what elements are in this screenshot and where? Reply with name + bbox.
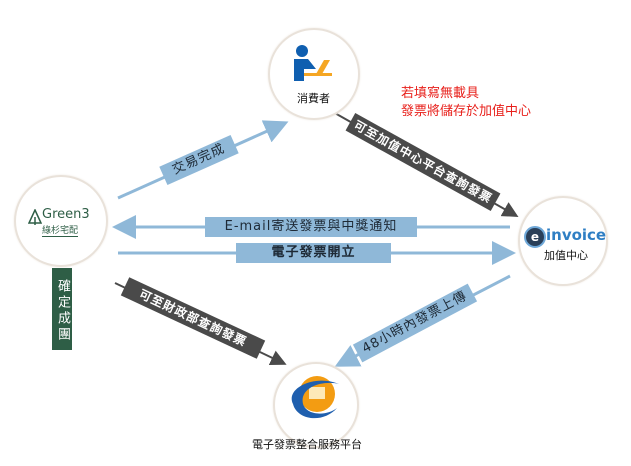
einvoice-logo-text: invoice: [546, 226, 607, 244]
einvoice-e-logo-icon: e: [524, 226, 546, 248]
platform-node: [273, 362, 359, 448]
e-platform-logo-icon: [291, 376, 339, 419]
green3-logo-subtext: 綠杉宅配: [42, 223, 79, 237]
green3-logo-text: Green3: [42, 207, 90, 222]
flow-invoice-issued: 電子發票開立: [236, 243, 391, 263]
storage-note-line2: 發票將儲存於加值中心: [401, 104, 532, 119]
storage-note-line1: 若填寫無載具: [401, 86, 480, 101]
einvoice-label: 加值中心: [544, 249, 588, 262]
person-at-laptop-icon: [294, 45, 332, 81]
einvoice-node: e invoice 加值中心: [518, 196, 608, 286]
platform-label: 電子發票整合服務平台: [252, 438, 362, 451]
confirm-group-badge: 確定成團: [52, 268, 72, 350]
consumer-node: 消費者: [268, 28, 360, 120]
tree-logo-icon: [28, 209, 42, 225]
flow-email-notice: E-mail寄送發票與中獎通知: [205, 217, 417, 237]
green3-node: Green3 綠杉宅配: [14, 175, 108, 267]
storage-note: 若填寫無載具 發票將儲存於加值中心: [401, 85, 531, 121]
consumer-label: 消費者: [297, 92, 330, 105]
